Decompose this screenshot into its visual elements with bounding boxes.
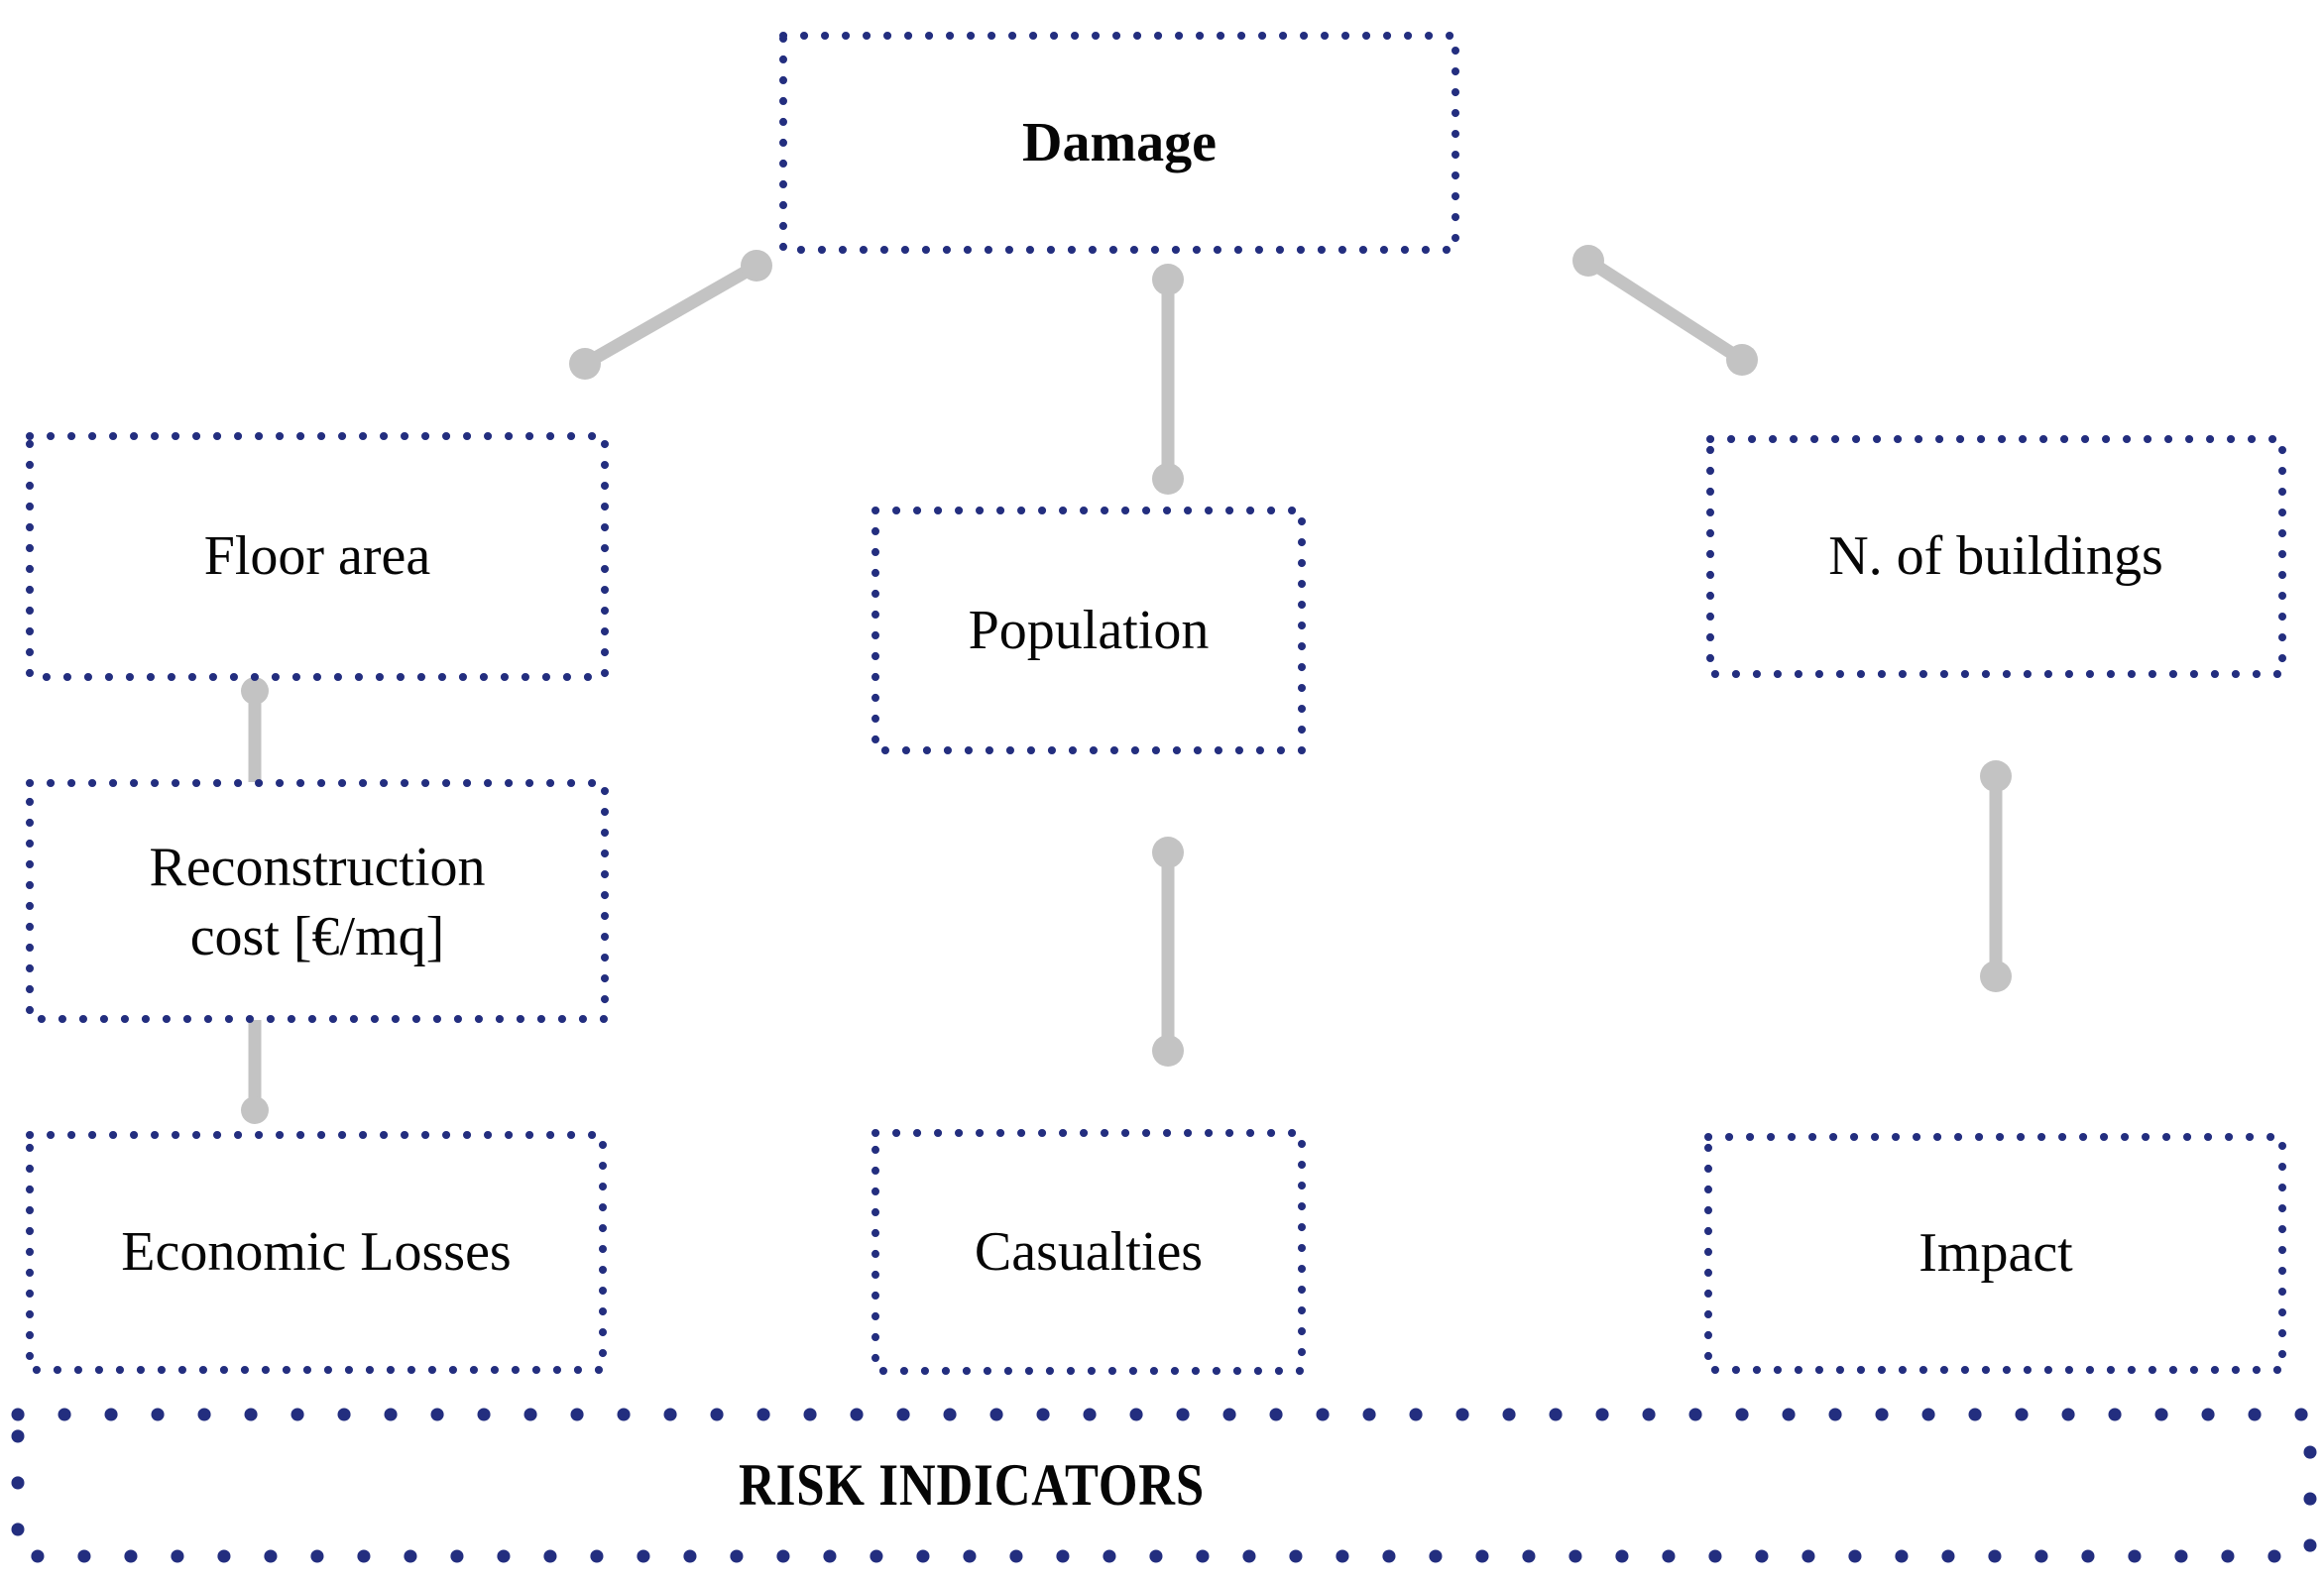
connector-endpoint-dot bbox=[1980, 760, 2012, 792]
economic-losses-box-border bbox=[26, 1131, 607, 1374]
reconstruction-cost-box-border bbox=[26, 779, 609, 1023]
connector-damage-n-of-buildings bbox=[1572, 245, 1758, 376]
connector-endpoint-dot bbox=[1152, 837, 1184, 868]
connector-endpoint-dot bbox=[1152, 463, 1184, 495]
node-population: Population bbox=[872, 507, 1306, 754]
connector-endpoint-dot bbox=[1726, 344, 1758, 376]
floor-area-label: Floor area bbox=[204, 525, 431, 587]
economic-losses-label: Economic Losses bbox=[121, 1221, 511, 1283]
connector-endpoint-dot bbox=[241, 1096, 269, 1124]
node-n-of-buildings: N. of buildings bbox=[1706, 435, 2286, 678]
node-reconstruction-cost: Reconstruction cost [€/mq] bbox=[26, 779, 609, 1023]
connector-endpoint-dot bbox=[741, 250, 772, 282]
casualties-box-border bbox=[872, 1129, 1306, 1375]
node-impact: Impact bbox=[1704, 1133, 2286, 1374]
node-floor-area: Floor area bbox=[26, 432, 609, 681]
connector-damage-population bbox=[1152, 264, 1184, 495]
connector-endpoint-dot bbox=[1572, 245, 1604, 277]
connector-endpoint-dot bbox=[1152, 264, 1184, 295]
banner-risk-indicators: RISK INDICATORS bbox=[11, 1408, 2317, 1563]
damage-box-border bbox=[779, 32, 1459, 254]
impact-box-border bbox=[1704, 1133, 2286, 1374]
connector-population-casualties bbox=[1152, 837, 1184, 1067]
reconstruction-cost-label-line2: cost [€/mq] bbox=[190, 906, 445, 967]
connector-n-of-buildings-impact bbox=[1980, 760, 2012, 992]
connector-reconstruction-economic-losses bbox=[241, 1020, 269, 1124]
connector-line bbox=[581, 260, 760, 370]
n-of-buildings-box-border bbox=[1706, 435, 2286, 678]
damage-label: Damage bbox=[1022, 112, 1217, 173]
node-damage: Damage bbox=[779, 32, 1459, 254]
connector-line bbox=[1584, 255, 1746, 366]
n-of-buildings-label: N. of buildings bbox=[1828, 525, 2163, 587]
risk-indicators-label: RISK INDICATORS bbox=[739, 1452, 1205, 1518]
nodes: Damage Floor area Reconstruction cost [€… bbox=[11, 32, 2317, 1563]
node-casualties: Casualties bbox=[872, 1129, 1306, 1375]
casualties-label: Casualties bbox=[975, 1221, 1203, 1283]
connector-endpoint-dot bbox=[241, 677, 269, 705]
connector-endpoint-dot bbox=[569, 348, 601, 380]
impact-label: Impact bbox=[1918, 1222, 2073, 1284]
floor-area-box-border bbox=[26, 432, 609, 681]
reconstruction-cost-label-line1: Reconstruction bbox=[149, 837, 485, 898]
connector-endpoint-dot bbox=[1152, 1035, 1184, 1067]
connector-floor-area-reconstruction bbox=[241, 677, 269, 782]
connector-damage-floor-area bbox=[569, 250, 772, 380]
connectors bbox=[241, 245, 2012, 1124]
connector-endpoint-dot bbox=[1980, 961, 2012, 992]
node-economic-losses: Economic Losses bbox=[26, 1131, 607, 1374]
population-label: Population bbox=[969, 600, 1210, 661]
risk-indicators-banner-border bbox=[11, 1408, 2317, 1563]
